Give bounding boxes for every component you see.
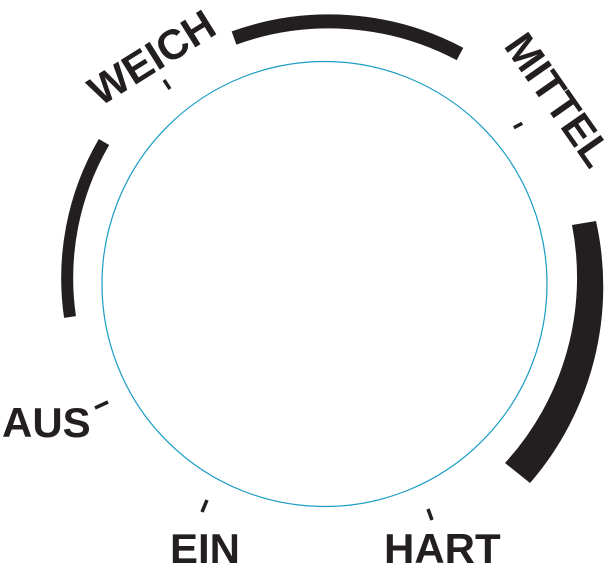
label-weich: WEICH [80, 1, 224, 115]
top-arc [231, 14, 464, 61]
tick-mittel [513, 121, 524, 130]
tick-aus [94, 400, 109, 410]
label-mittel: MITTEL [496, 24, 607, 175]
label-ein: EIN [170, 525, 240, 565]
left-arc [61, 138, 110, 318]
label-hart: HART [384, 525, 501, 565]
label-aus: AUS [2, 399, 91, 446]
tick-ein [200, 499, 209, 513]
tick-weich [162, 79, 172, 90]
tick-hart [426, 508, 434, 521]
right-arc [505, 221, 604, 483]
dial-circle [101, 60, 548, 508]
